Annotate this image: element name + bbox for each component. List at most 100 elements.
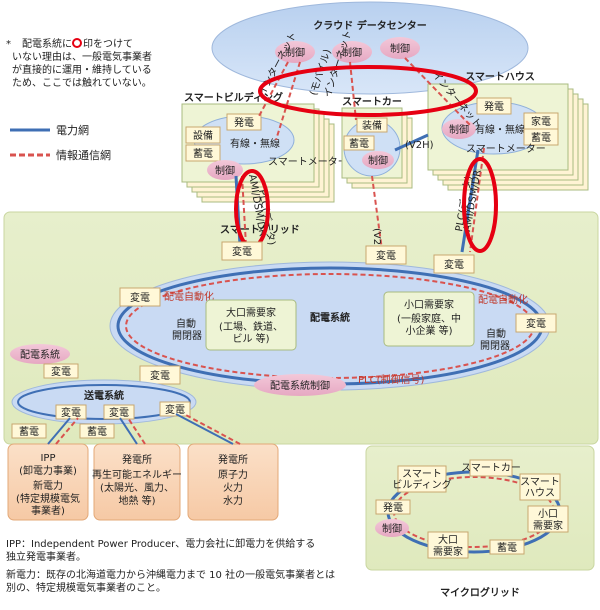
ipp-sub: (卸電力事業) [19, 464, 77, 477]
smart-building: スマートビルディング 発電 設備 有線・無線 蓄電 制御 スマートメーター [181, 91, 348, 203]
big-consumer: 大口需要家 (工場、鉄道、 ビル 等) [205, 299, 297, 351]
renewable-plant: 発電所 再生可能エネルギー (太陽光、風力、 地熱 等) [92, 443, 182, 521]
note-line3: が直接的に運用・維持している [12, 63, 152, 76]
small-sub2: 小企業 等) [405, 324, 452, 337]
micro-big-2: 需要家 [433, 545, 463, 558]
grid-transforms: 変電 変電 変電 変電 変電 変電 [119, 241, 557, 385]
small-consumer: 小口需要家 (一般家庭、中 小企業 等) [383, 291, 475, 347]
note-block: * 配電系統に 印をつけて いない理由は、一般電気事業者 が直接的に運用・維持し… [6, 37, 152, 89]
big-sub1: (工場、鉄道、 [219, 320, 283, 333]
plant1-sub1: 再生可能エネルギー [92, 468, 182, 481]
micro-gen: 発電 [383, 501, 403, 514]
house-storage: 蓄電 [531, 132, 551, 144]
dist-ctrl: 配電系統制御 [270, 379, 330, 392]
footnote-new2: 別の、特定規模電気事業者のこと。 [6, 581, 166, 594]
small-sub1: (一般家庭、中 [397, 312, 461, 325]
link-v2g: (V2G) [371, 228, 382, 257]
info-links [241, 57, 485, 253]
micro-house-2: ハウス [525, 487, 555, 499]
house-gen: 発電 [484, 100, 504, 113]
house-ctrl: 制御 [449, 123, 469, 136]
dist-sys-ellipse [10, 344, 70, 364]
trans-t1: 変電 [61, 406, 81, 419]
red-circle-icon [72, 38, 82, 48]
car-title: スマートカー [342, 96, 402, 108]
grid-transform-ll: 変電 [130, 291, 150, 304]
ipp-new: 新電力 [33, 479, 63, 492]
trans-transform: 変電 [51, 365, 71, 378]
ipp-desc2: 事業者) [31, 504, 65, 517]
plc-ctrl: PLC(制御信号) [358, 373, 424, 386]
building-title: スマートビルディング [184, 91, 283, 104]
building-wire: 有線・無線 [230, 137, 280, 150]
house-appliance: 家電 [531, 115, 551, 128]
car-ctrl: 制御 [368, 154, 388, 167]
big-title: 大口需要家 [226, 306, 276, 319]
plant2-sub3: 水力 [223, 494, 243, 507]
car-storage: 蓄電 [349, 138, 369, 150]
building-meter: スマートメーター [268, 156, 348, 168]
microgrid-nodes: スマート ビルディング スマートカー スマート ハウス 発電 小口 需要家 制御… [375, 459, 569, 559]
plant2-title: 発電所 [218, 453, 248, 466]
house-title: スマートハウス [465, 71, 535, 83]
car-equip: 装備 [362, 119, 382, 132]
micro-big-1: 大口 [438, 533, 458, 546]
auto-switch-left-2: 開閉器 [172, 330, 202, 342]
plant1-title: 発電所 [122, 453, 152, 466]
house-meter: スマートメーター [466, 143, 546, 155]
grid-auto-right: 配電自動化 [478, 293, 528, 306]
micro-ctrl: 制御 [382, 522, 402, 535]
ipp-title: IPP [40, 453, 55, 464]
building-gen: 発電 [234, 116, 254, 129]
house-wire: 有線・無線 [475, 123, 525, 136]
grid-transform-right: 変電 [444, 258, 464, 271]
grid-transform-lr: 変電 [526, 317, 546, 330]
dist-ctrl-ellipse [254, 374, 346, 396]
building-storage: 蓄電 [193, 148, 213, 160]
legend-power: 電力網 [56, 123, 89, 137]
conventional-plant: 発電所 原子力 火力 水力 [187, 443, 279, 521]
plant-info-links [55, 413, 241, 445]
big-sub2: ビル 等) [232, 332, 269, 345]
plant2-sub2: 火力 [223, 481, 243, 494]
footnote-ipp2: 独立発電事業者。 [6, 550, 86, 563]
plant-links [47, 413, 234, 445]
grid-auto-left: 配電自動化 [164, 290, 214, 303]
micro-small-1: 小口 [538, 508, 558, 520]
micro-building-1: スマート [402, 469, 442, 480]
building-gen-box [226, 113, 262, 131]
footnote-ipp: IPP：Independent Power Producer、電力会社に卸電力を… [6, 537, 315, 550]
micro-small-2: 需要家 [533, 519, 563, 532]
trans-dist-sys: 配電系統 [20, 348, 60, 361]
grid-transform-mid: 変電 [376, 249, 396, 262]
transmission-title: 送電系統 [83, 389, 124, 402]
cloud-ctrl-3: 制御 [390, 42, 410, 55]
plant2-sub1: 原子力 [218, 468, 248, 481]
micro-building-2: ビルディング [392, 478, 451, 491]
grid-transform-tr: 変電 [150, 369, 170, 382]
note-line1b: 印をつけて [83, 38, 133, 50]
footnotes: IPP：Independent Power Producer、電力会社に卸電力を… [6, 537, 335, 594]
note-asterisk: * [6, 39, 11, 50]
small-title: 小口需要家 [404, 298, 454, 311]
grid-transform-left: 変電 [232, 245, 252, 258]
footnote-new: 新電力：既存の北海道電力から沖縄電力まで 10 社の一般電気事業者とは [6, 568, 335, 581]
note-line1: 配電系統に [22, 37, 72, 50]
highlight-ami-right [462, 157, 498, 253]
ipp-desc1: (特定規模電気 [16, 492, 80, 505]
ipp-plant: IPP (卸電力事業) 新電力 (特定規模電気 事業者) [7, 443, 89, 521]
trans-t2: 変電 [109, 406, 129, 419]
legend: 電力網 情報通信網 [10, 123, 111, 162]
cloud-title: クラウド データセンター [313, 19, 426, 32]
trans-storage-2: 蓄電 [87, 426, 107, 438]
building-ctrl: 制御 [215, 164, 235, 177]
distribution-title: 配電系統 [310, 311, 350, 324]
cloud-ctrl-2: 制御 [342, 46, 362, 59]
auto-switch-left-1: 自動 [176, 317, 196, 330]
micro-car: スマートカー [461, 462, 521, 474]
trans-t3: 変電 [165, 403, 185, 416]
highlight-internet [258, 65, 478, 117]
plant1-sub2: (太陽光、風力、 [100, 481, 174, 494]
